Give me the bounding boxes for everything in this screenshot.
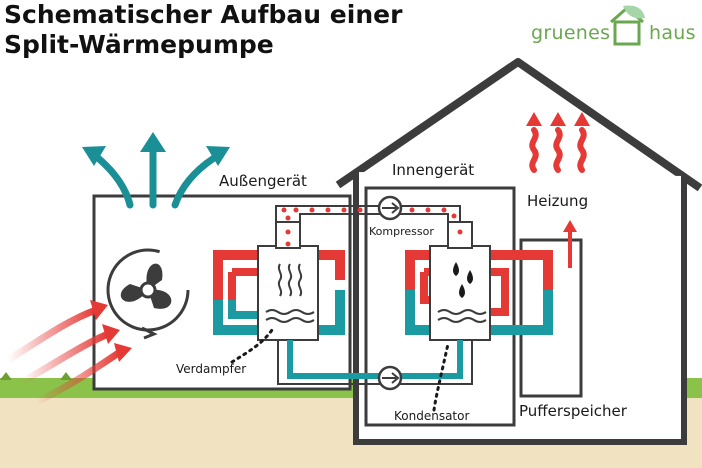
wave-icon <box>437 309 487 323</box>
wave-icon <box>265 309 315 323</box>
logo-word-1: gruenes <box>531 22 611 44</box>
cold-air-arrowheads <box>82 132 230 166</box>
heat-wave-arrowheads <box>526 112 590 126</box>
evaporator-leader <box>230 328 274 364</box>
warm-air-arrowheads <box>90 300 132 362</box>
hot-pipe <box>275 205 461 222</box>
condenser-leader <box>432 342 450 412</box>
cold-air-out-arrows <box>94 146 218 209</box>
title-line-2: Split-Wärmepumpe <box>4 30 274 59</box>
evaporator-label: Verdampfer <box>176 362 247 376</box>
hot-gas-dots <box>281 207 463 247</box>
title-line-1: Schematischer Aufbau einer <box>4 0 403 29</box>
cold-pipe <box>277 340 473 385</box>
page-title: Schematischer Aufbau einer Split-Wärmepu… <box>4 0 402 60</box>
heating-arrow <box>563 220 577 268</box>
evaporator-loop <box>213 250 345 335</box>
house-outline <box>335 58 702 192</box>
brand-logo: gruenes haus <box>531 4 701 50</box>
compressor-label: Kompressor <box>369 225 434 238</box>
condenser-label: Kondensator <box>394 409 470 423</box>
condenser-loop <box>405 250 553 335</box>
heat-wave-icon <box>277 263 303 297</box>
expansion-valve <box>377 365 403 391</box>
house-icon <box>610 5 645 46</box>
evaporator <box>257 221 319 341</box>
outdoor-unit-label: Außengerät <box>219 172 307 190</box>
indoor-unit-label: Innengerät <box>392 161 475 179</box>
fan-icon <box>106 248 190 340</box>
compressor <box>377 195 403 221</box>
warm-air-in-arrows <box>4 306 124 406</box>
heat-wave-icon <box>529 127 587 173</box>
buffer-tank-label: Pufferspeicher <box>519 402 627 420</box>
heating-label: Heizung <box>527 192 589 210</box>
water-drop-icon <box>453 262 473 298</box>
logo-word-2: haus <box>649 22 696 44</box>
